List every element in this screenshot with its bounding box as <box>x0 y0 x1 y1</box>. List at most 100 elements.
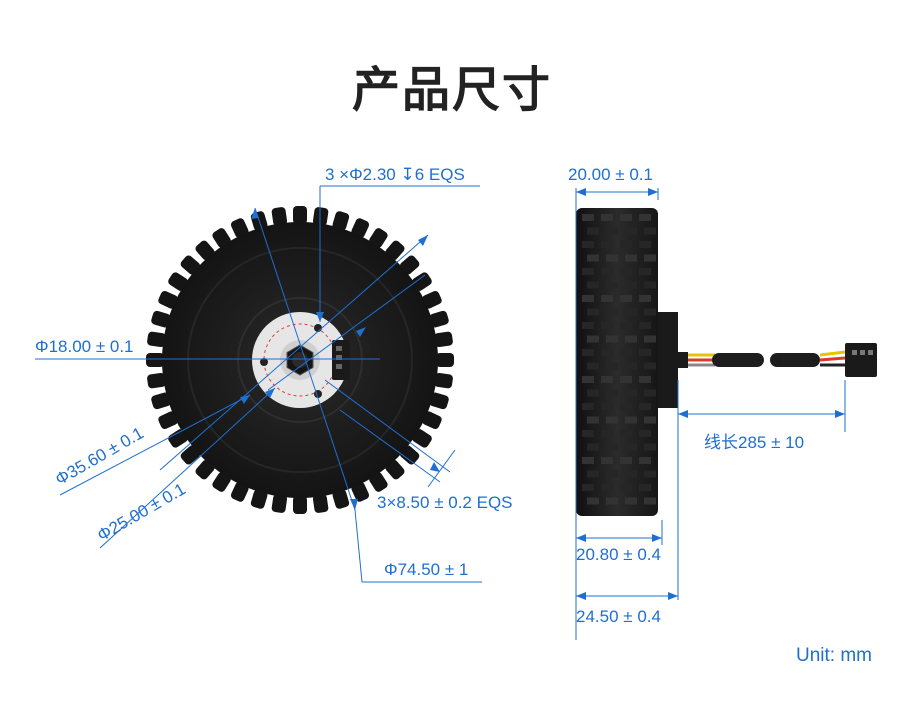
side-tread-block <box>601 322 613 329</box>
side-tread-block <box>587 416 599 424</box>
side-tread-block <box>582 268 594 275</box>
side-tread-block <box>620 214 632 221</box>
side-tread-block <box>582 241 594 248</box>
tread-lug <box>168 272 188 291</box>
side-tread-block <box>582 295 594 302</box>
side-tread-block <box>625 335 637 343</box>
side-tread-block <box>639 457 651 464</box>
side-tread-block <box>625 254 637 262</box>
tread-lug <box>195 240 215 261</box>
side-tread-block <box>644 416 656 424</box>
width-mid-label: 20.80 ± 0.4 <box>576 545 661 564</box>
side-tread-block <box>620 430 632 437</box>
tread-lug <box>429 392 449 410</box>
side-tread-block <box>644 362 656 370</box>
pitch-callout-label: 3×8.50 ± 0.2 EQS <box>377 493 513 512</box>
tread-lug <box>434 372 453 389</box>
side-tread-block <box>582 457 594 464</box>
side-tread-block <box>639 430 651 437</box>
side-tread-block <box>587 443 599 451</box>
side-tread-block <box>625 416 637 424</box>
tread-lug <box>180 445 201 465</box>
tread-lug <box>412 272 432 291</box>
side-tread-block <box>606 335 618 343</box>
side-tread-block <box>582 484 594 491</box>
outer-diameter-label: Φ74.50 ± 1 <box>384 560 469 579</box>
side-tread-block <box>601 214 613 221</box>
hole-callout-label: 3 ×Φ2.30 ↧6 EQS <box>325 165 465 184</box>
side-tread-block <box>587 470 599 478</box>
tread-lug <box>434 331 453 348</box>
side-tread-block <box>606 227 618 235</box>
tread-lug <box>250 489 268 509</box>
side-tread-block <box>606 254 618 262</box>
side-tread-block <box>625 362 637 370</box>
mount-hole-2 <box>260 358 268 366</box>
side-tread-block <box>639 484 651 491</box>
inner-diameter-label: Φ18.00 ± 0.1 <box>35 337 134 356</box>
tread-lug <box>399 255 420 275</box>
side-tread-block <box>639 241 651 248</box>
side-tread-block <box>582 349 594 356</box>
side-tread-block <box>620 268 632 275</box>
tread-lug <box>312 207 329 226</box>
cable-connector <box>845 343 877 377</box>
side-tread-block <box>587 497 599 505</box>
side-tread-block <box>587 227 599 235</box>
side-tread-block <box>582 430 594 437</box>
side-tread-block <box>625 470 637 478</box>
side-tread-block <box>620 349 632 356</box>
side-tread-block <box>601 430 613 437</box>
side-tread-block <box>606 281 618 289</box>
tread-lug <box>212 228 231 248</box>
tread-lug <box>230 218 249 238</box>
side-tread-block <box>587 254 599 262</box>
side-tread-block <box>601 268 613 275</box>
side-tread-block <box>606 416 618 424</box>
side-tread-block <box>601 376 613 383</box>
tread-lug <box>151 310 171 328</box>
side-tread-block <box>625 497 637 505</box>
tread-lug <box>146 353 164 367</box>
side-tread-block <box>587 362 599 370</box>
side-tread-block <box>644 497 656 505</box>
side-tread-block <box>606 443 618 451</box>
tread-lug <box>429 310 449 328</box>
side-tread-block <box>639 349 651 356</box>
side-tread-block <box>601 457 613 464</box>
side-tread-block <box>582 322 594 329</box>
side-tread-block <box>644 335 656 343</box>
tread-lug <box>399 445 420 465</box>
tread-lug <box>180 255 201 275</box>
tread-lug <box>369 228 388 248</box>
tread-lug <box>385 459 405 480</box>
side-tread-block <box>606 389 618 397</box>
tread-lug <box>436 353 454 367</box>
side-tire <box>576 208 658 516</box>
side-tread-block <box>601 484 613 491</box>
tread-lug <box>151 392 171 410</box>
width-total-label: 24.50 ± 0.4 <box>576 607 661 626</box>
side-tread-block <box>620 484 632 491</box>
cable-length-label: 线长285 ± 10 <box>704 433 805 452</box>
side-tread-block <box>644 470 656 478</box>
side-tread-block <box>639 295 651 302</box>
side-tread-block <box>606 362 618 370</box>
tread-lug <box>293 206 307 224</box>
tread-lug <box>147 372 166 389</box>
side-hub <box>658 312 678 408</box>
side-tread-block <box>639 322 651 329</box>
tire-treads <box>146 206 454 514</box>
tread-lug <box>158 411 178 430</box>
side-tread-block <box>639 268 651 275</box>
side-tread-block <box>606 470 618 478</box>
tread-lug <box>195 459 215 480</box>
tread-lug <box>422 411 442 430</box>
front-arrowheads <box>240 208 440 510</box>
page-title: 产品尺寸 <box>351 62 552 118</box>
tread-lug <box>168 429 188 448</box>
tread-lug <box>422 290 442 309</box>
side-tread-block <box>639 403 651 410</box>
side-tread-block <box>620 403 632 410</box>
tread-lug <box>385 240 405 261</box>
